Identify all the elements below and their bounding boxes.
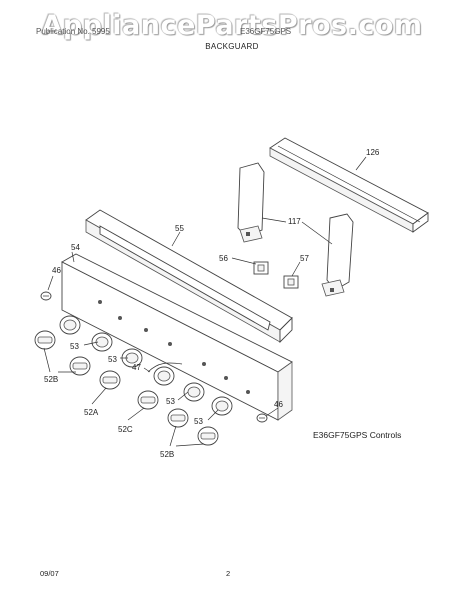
- watermark-text: AppliancePartsPros.com: [41, 10, 423, 41]
- part-56-switch[interactable]: [253, 261, 269, 275]
- label-57: 57: [300, 254, 309, 263]
- label-52b-upper: 52B: [44, 375, 58, 384]
- part-117-bracket-right[interactable]: [321, 213, 354, 297]
- part-46-screw-left[interactable]: [40, 291, 52, 301]
- part-126-trim[interactable]: [269, 137, 429, 233]
- label-47: 47: [132, 363, 141, 372]
- footer-page-number: 2: [226, 569, 231, 578]
- model-number: E36GF75GPS: [240, 27, 292, 36]
- control-knobs: [34, 330, 219, 446]
- leader-lines: [43, 156, 367, 447]
- bezel-rings: [59, 315, 233, 416]
- label-56: 56: [219, 254, 228, 263]
- part-47-wire[interactable]: [147, 362, 183, 373]
- part-54-control-panel[interactable]: [61, 253, 293, 421]
- label-55: 55: [175, 224, 184, 233]
- label-54: 54: [71, 243, 80, 252]
- label-46-left: 46: [52, 266, 61, 275]
- section-title: BACKGUARD: [205, 42, 259, 51]
- label-53-4: 53: [194, 417, 203, 426]
- label-53-1: 53: [70, 342, 79, 351]
- part-55-backguard-panel[interactable]: [85, 209, 293, 344]
- publication-number: Publication No. 5995: [36, 27, 110, 36]
- label-53-2: 53: [108, 355, 117, 364]
- label-52b-lower: 52B: [160, 450, 174, 459]
- label-117: 117: [288, 217, 301, 226]
- label-52c: 52C: [118, 425, 133, 434]
- label-53-3: 53: [166, 397, 175, 406]
- label-52a: 52A: [84, 408, 99, 417]
- part-46-screw-right[interactable]: [256, 413, 268, 423]
- footer-date: 09/07: [40, 569, 59, 578]
- part-57-switch[interactable]: [283, 275, 299, 289]
- label-126: 126: [366, 148, 380, 157]
- diagram-caption: E36GF75GPS Controls: [313, 430, 402, 440]
- label-46-right: 46: [274, 400, 283, 409]
- part-117-bracket-left[interactable]: [237, 162, 265, 243]
